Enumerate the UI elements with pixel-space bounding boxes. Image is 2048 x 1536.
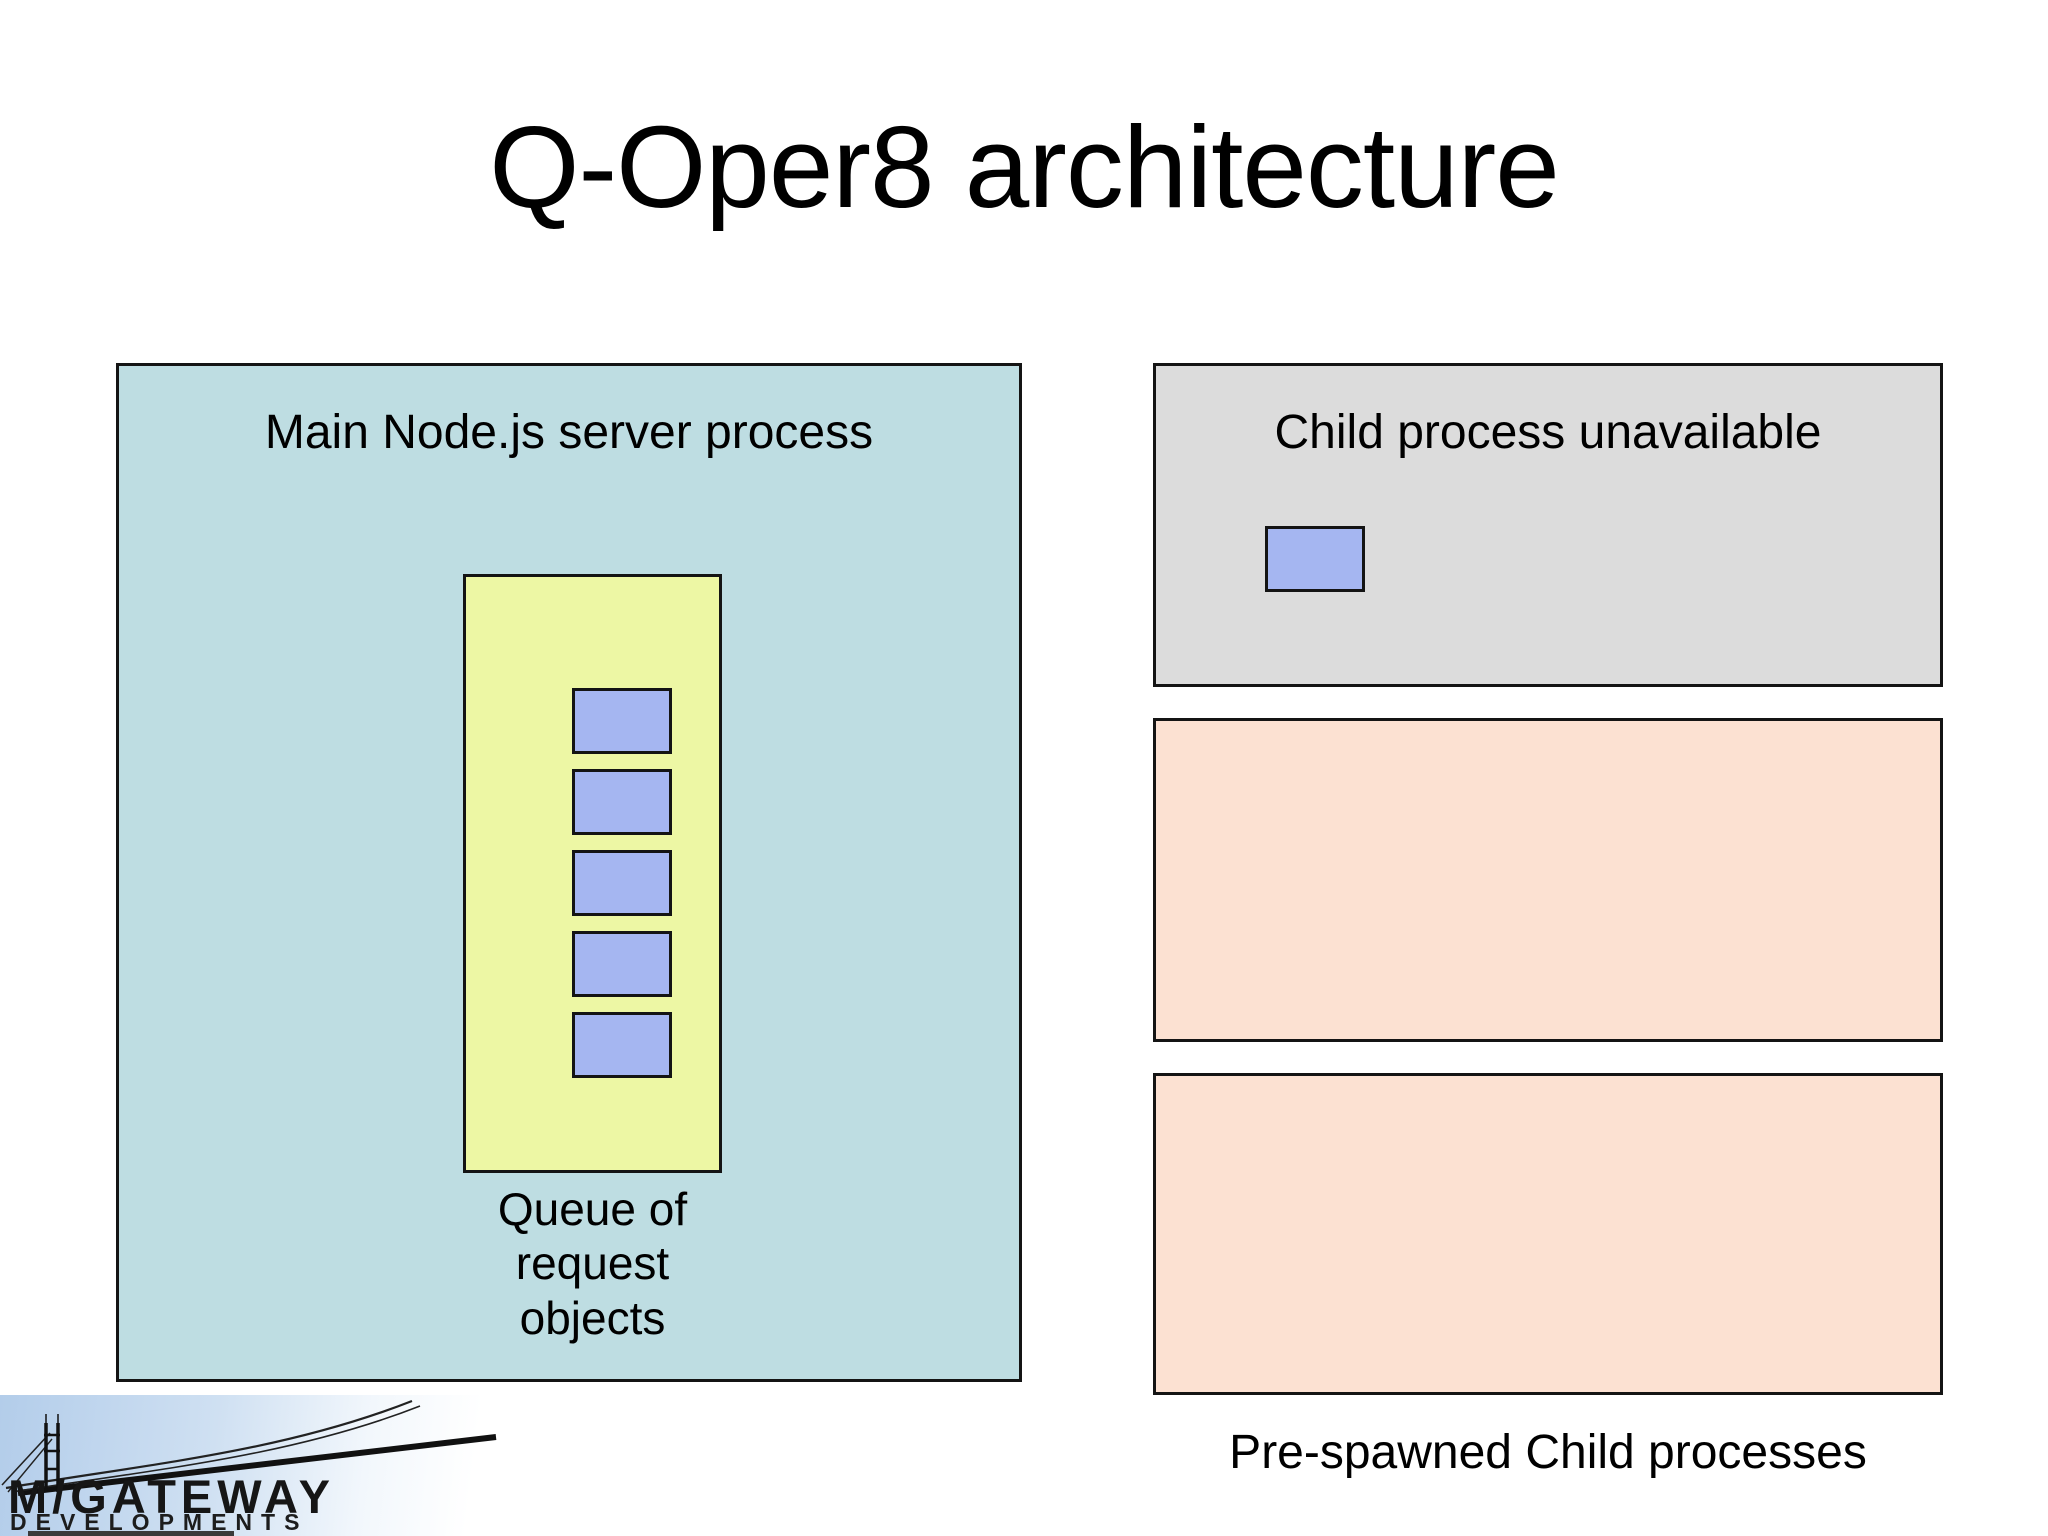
request-object xyxy=(572,1012,672,1078)
slide-title: Q-Oper8 architecture xyxy=(489,102,1560,232)
request-object xyxy=(572,931,672,997)
queue-label-line1: Queue of xyxy=(497,1183,688,1235)
queue-label-line2: request objects xyxy=(515,1237,670,1344)
queue-label: Queue of request objects xyxy=(463,1182,722,1345)
logo-subtitle: DEVELOPMENTS xyxy=(10,1509,309,1535)
request-object xyxy=(572,688,672,754)
bridge-icon xyxy=(1,1399,497,1496)
logo-name: M/GATEWAY xyxy=(8,1470,336,1523)
prespawned-child-box-1 xyxy=(1153,718,1943,1042)
request-object xyxy=(572,769,672,835)
queue-items xyxy=(572,688,672,1078)
child-unavailable-label: Child process unavailable xyxy=(1274,406,1822,459)
prespawned-child-box-2 xyxy=(1153,1073,1943,1395)
logo-baseline-bar xyxy=(28,1531,234,1536)
mgateway-logo: M/GATEWAY DEVELOPMENTS xyxy=(0,1395,532,1536)
request-object xyxy=(572,850,672,916)
child-process-object xyxy=(1265,526,1365,592)
prespawned-label: Pre-spawned Child processes xyxy=(1229,1426,1867,1479)
main-server-process-label: Main Node.js server process xyxy=(264,406,874,459)
child-unavailable-box: Child process unavailable xyxy=(1153,363,1943,687)
queue-box xyxy=(463,574,722,1173)
main-server-process-box: Main Node.js server process Queue of req… xyxy=(116,363,1022,1382)
